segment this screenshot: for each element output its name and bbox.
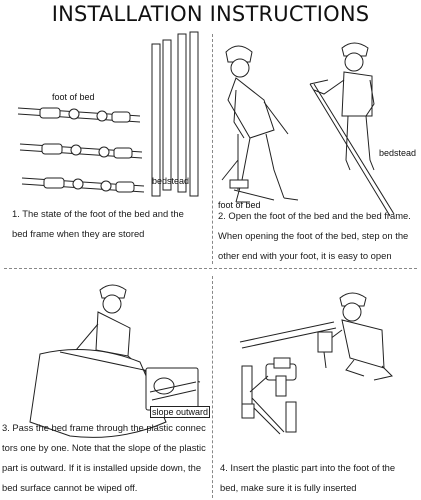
man-lifting-bedstead bbox=[309, 42, 395, 217]
page-title: INSTALLATION INSTRUCTIONS bbox=[51, 2, 370, 26]
caption-line: 3. Pass the bed frame through the plasti… bbox=[2, 422, 206, 433]
step-2-caption: 2. Open the foot of the bed and the bed … bbox=[218, 206, 421, 266]
caption-line: When opening the foot of the bed, step o… bbox=[218, 230, 409, 241]
man-opening-bed-foot bbox=[221, 45, 299, 203]
caption-line: bed, make sure it is fully inserted bbox=[220, 482, 357, 493]
step-1-illustration bbox=[17, 31, 199, 197]
step-2-illustration bbox=[221, 42, 395, 217]
label-bedstead: bedstead bbox=[379, 148, 417, 158]
caption-line: bed frame when they are stored bbox=[12, 228, 145, 239]
folded-bed-foot-3 bbox=[21, 177, 145, 193]
step-3-illustration bbox=[29, 284, 201, 438]
step-1-panel: foot of bed bedstead 1. The state of the… bbox=[0, 30, 210, 270]
bedstead-rails bbox=[151, 31, 199, 197]
bed-fabric bbox=[29, 349, 201, 438]
step-3-caption: 3. Pass the bed frame through the plasti… bbox=[2, 418, 210, 498]
step-1-caption: 1. The state of the foot of the bed and … bbox=[12, 204, 208, 244]
step-3-panel: slope outward 3. Pass the bed frame thro… bbox=[0, 272, 211, 500]
step-4-illustration bbox=[239, 292, 393, 435]
label-bedstead: bedstead bbox=[152, 176, 190, 186]
caption-line: bed surface cannot be wiped off. bbox=[2, 482, 138, 493]
vertical-divider-bottom bbox=[212, 276, 213, 498]
vertical-divider-top bbox=[212, 34, 213, 264]
plastic-part-detail bbox=[241, 357, 297, 435]
caption-line: other end with your foot, it is easy to … bbox=[218, 250, 392, 261]
caption-line: tors one by one. Note that the slope of … bbox=[2, 442, 206, 453]
man-crouching bbox=[317, 292, 393, 381]
caption-line: 1. The state of the foot of the bed and … bbox=[12, 208, 184, 219]
label-foot-of-bed: foot of bed bbox=[52, 92, 95, 102]
folded-bed-foot-2 bbox=[19, 143, 143, 159]
connector-detail bbox=[145, 367, 199, 411]
label-slope-outward: slope outward bbox=[150, 406, 211, 418]
caption-line: 4. Insert the plastic part into the foot… bbox=[220, 462, 396, 473]
bed-frame-being-assembled bbox=[239, 321, 337, 369]
horizontal-divider bbox=[4, 268, 417, 269]
folded-bed-foot-1 bbox=[17, 107, 141, 123]
label-foot-of-bed: foot of bed bbox=[218, 200, 261, 210]
caption-line: 2. Open the foot of the bed and the bed … bbox=[218, 210, 411, 221]
step-2-panel: bedstead foot of bed 2. Open the foot of… bbox=[214, 30, 421, 270]
step-4-panel: 4. Insert the plastic part into the foot… bbox=[214, 272, 421, 500]
caption-line: part is outward. If it is installed upsi… bbox=[2, 462, 202, 473]
step-4-caption: 4. Insert the plastic part into the foot… bbox=[220, 458, 421, 498]
